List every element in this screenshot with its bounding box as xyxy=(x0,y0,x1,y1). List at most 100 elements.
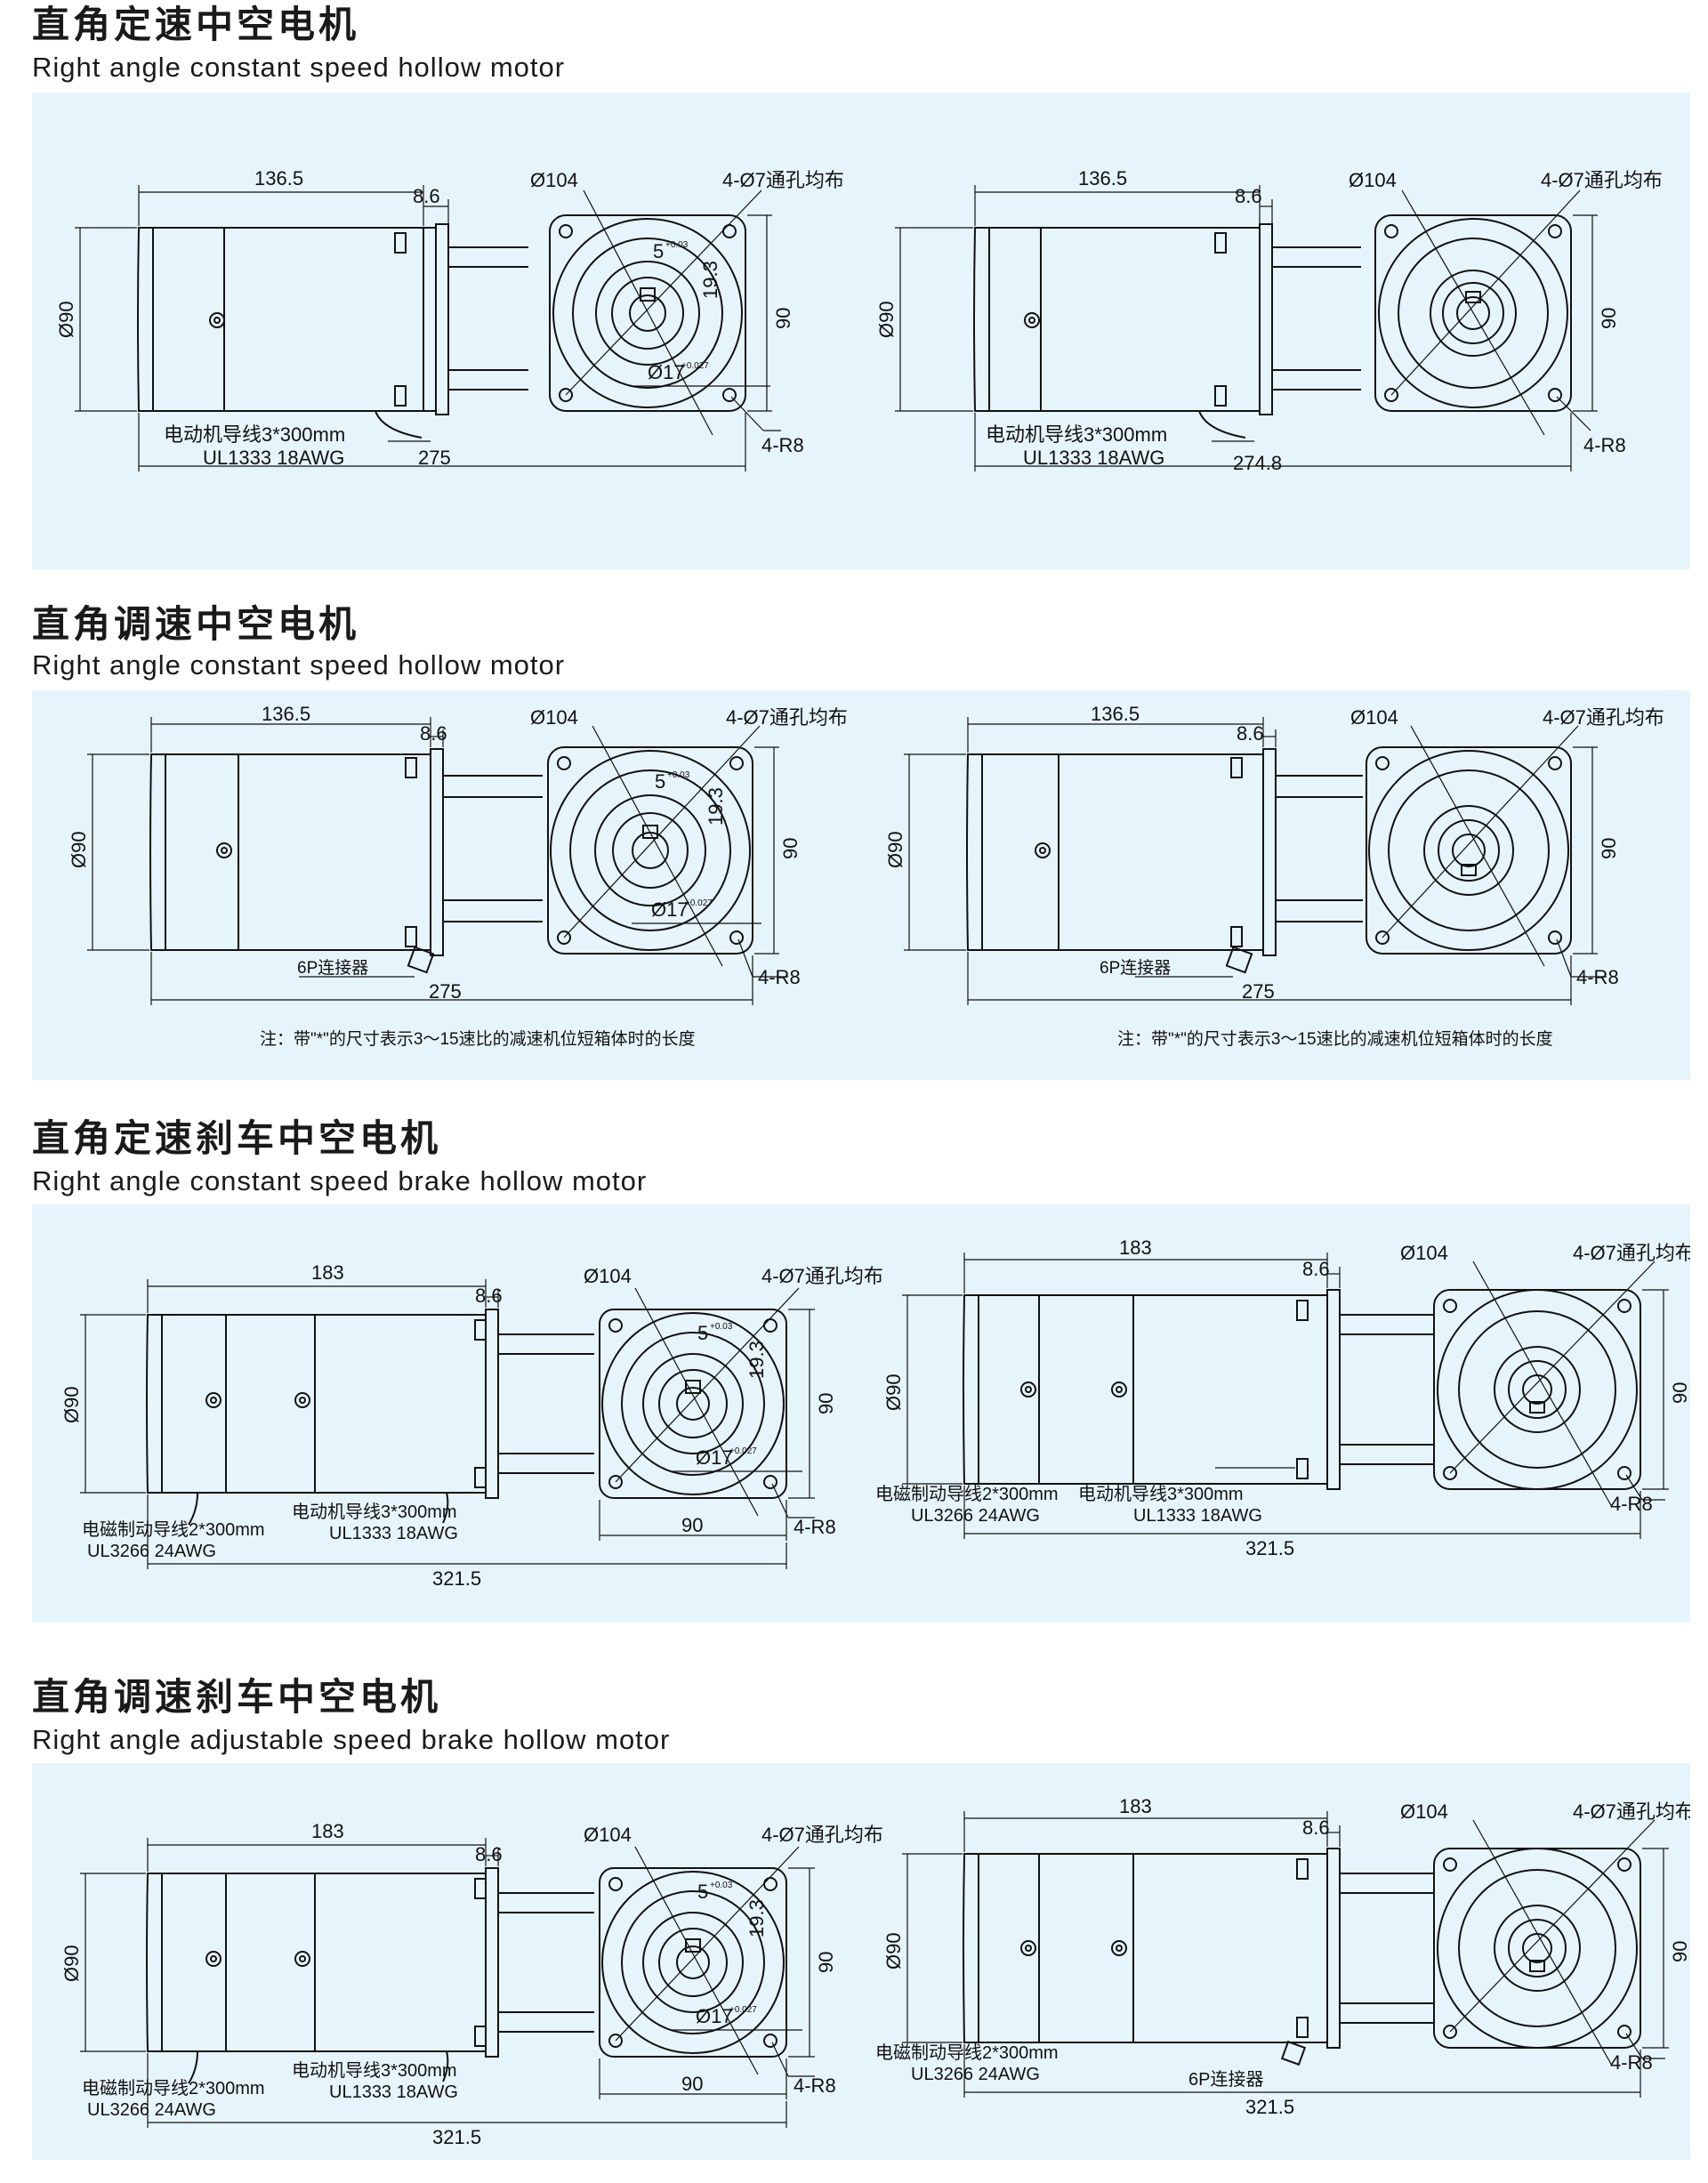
dim-radius: 4-R8 xyxy=(761,434,804,456)
dim-length: 136.5 xyxy=(262,703,310,725)
footnote: 注：带"*"的尺寸表示3～15速比的减速机位短箱体时的长度 xyxy=(1117,1029,1553,1049)
dim-key-tol: +0.03 xyxy=(665,240,689,250)
dim-height: Ø90 xyxy=(882,1373,905,1411)
section-4-drawing: 183 8.6 Ø104 4-Ø7通孔均布 5 +0.03 19.3 Ø17 +… xyxy=(60,1795,1690,2148)
flange-left xyxy=(599,1867,787,2058)
dim-gap: 8.6 xyxy=(1235,185,1262,207)
dim-key-tol: +0.03 xyxy=(710,1322,733,1332)
dim-key: 5 xyxy=(697,1322,708,1344)
dim-radius: 4-R8 xyxy=(1576,966,1619,988)
dim-gap: 8.6 xyxy=(1237,722,1264,745)
dimension-lines-right xyxy=(895,185,1598,471)
motor-lead-label: 电动机导线3*300mm xyxy=(164,423,345,446)
flange-right xyxy=(1433,1289,1641,1490)
section-1-title: 直角定速中空电机 xyxy=(32,3,360,46)
dimension-lines-left xyxy=(75,185,781,471)
dim-radius: 4-R8 xyxy=(758,966,801,988)
section-1-subtitle: Right angle constant speed hollow motor xyxy=(32,52,566,83)
section-2-subtitle: Right angle constant speed hollow motor xyxy=(32,649,566,681)
dim-key: 5 xyxy=(697,1881,708,1903)
dim-holes: 4-Ø7通孔均布 xyxy=(722,169,844,191)
section-2-drawing: 136.5 8.6 Ø104 4-Ø7通孔均布 5 +0.03 19.3 Ø17… xyxy=(68,703,1664,1049)
brake-lead-spec: UL3266 24AWG xyxy=(911,2065,1040,2084)
motor-lead-spec: UL1333 18AWG xyxy=(1023,447,1164,469)
section-3-panel: 183 8.6 Ø104 4-Ø7通孔均布 5 +0.03 19.3 Ø17 +… xyxy=(32,1204,1690,1623)
dim-key: 5 xyxy=(655,770,665,793)
section-2-panel: 136.5 8.6 Ø104 4-Ø7通孔均布 5 +0.03 19.3 Ø17… xyxy=(32,690,1690,1080)
dim-gap: 8.6 xyxy=(1302,1258,1330,1280)
dim-bore: Ø17 xyxy=(651,898,689,921)
motor-left-body xyxy=(146,1309,594,1526)
dim-total: 274.8 xyxy=(1233,452,1282,474)
dim-bottom: 90 xyxy=(681,2073,703,2095)
dim-total: 275 xyxy=(429,980,462,1003)
motor-right-body xyxy=(963,1848,1434,2066)
dim-side: 90 xyxy=(1669,1382,1690,1404)
motor-right-body xyxy=(966,748,1363,974)
motor-lead-label: 电动机导线3*300mm xyxy=(292,2060,457,2081)
motor-lead-spec: UL1333 18AWG xyxy=(329,1524,458,1543)
dim-length: 183 xyxy=(311,1261,344,1284)
dim-flange-dia: Ø104 xyxy=(584,1824,632,1846)
flange-left xyxy=(599,1309,787,1499)
flange-right xyxy=(1366,746,1572,955)
dim-height: Ø90 xyxy=(60,1386,83,1423)
motor-lead-spec: UL1333 18AWG xyxy=(203,447,344,469)
flange-right xyxy=(1374,214,1572,412)
dim-depth: 19.3 xyxy=(745,1341,768,1379)
motor-lead-label: 电动机导线3*300mm xyxy=(986,423,1167,446)
dim-flange-dia: Ø104 xyxy=(530,169,578,191)
dim-bore-tol: +0.027 xyxy=(685,898,713,908)
dim-total: 275 xyxy=(418,447,451,469)
dim-key: 5 xyxy=(653,240,664,262)
brake-lead-spec: UL3266 24AWG xyxy=(87,2100,216,2120)
dim-flange-dia: Ø104 xyxy=(1400,1242,1448,1264)
motor-left-body xyxy=(146,1867,594,2084)
dim-radius: 4-R8 xyxy=(1610,1493,1653,1515)
dim-total: 321.5 xyxy=(1245,1537,1294,1559)
dim-depth: 19.3 xyxy=(745,1899,768,1937)
brake-lead-label: 电磁制动导线2*300mm xyxy=(875,2042,1059,2063)
dim-bore-tol: +0.027 xyxy=(729,2005,757,2015)
motor-lead-label: 电动机导线3*300mm xyxy=(1078,1484,1244,1504)
section-4-panel: 183 8.6 Ø104 4-Ø7通孔均布 5 +0.03 19.3 Ø17 +… xyxy=(32,1763,1690,2160)
dimension-lines-right xyxy=(904,717,1607,1005)
section-3-drawing: 183 8.6 Ø104 4-Ø7通孔均布 5 +0.03 19.3 Ø17 +… xyxy=(60,1236,1690,1590)
dim-gap: 8.6 xyxy=(475,1285,503,1307)
flange-right xyxy=(1433,1848,1641,2049)
dim-side: 90 xyxy=(815,1952,837,1973)
section-3-subtitle: Right angle constant speed brake hollow … xyxy=(32,1165,648,1196)
dimension-lines-left xyxy=(80,1838,815,2128)
dimension-lines-right xyxy=(902,1811,1669,2098)
dim-holes: 4-Ø7通孔均布 xyxy=(1573,1242,1690,1264)
motor-lead-label: 电动机导线3*300mm xyxy=(292,1502,457,1522)
dim-holes: 4-Ø7通孔均布 xyxy=(761,1824,883,1846)
dim-side: 90 xyxy=(1598,308,1620,329)
footnote: 注：带"*"的尺寸表示3～15速比的减速机位短箱体时的长度 xyxy=(260,1029,696,1049)
motor-lead-spec: UL1333 18AWG xyxy=(1133,1506,1262,1526)
brake-lead-label: 电磁制动导线2*300mm xyxy=(82,1519,265,1540)
dim-flange-dia: Ø104 xyxy=(1350,706,1398,729)
motor-left-body xyxy=(137,223,528,439)
dimension-lines-right xyxy=(902,1253,1669,1539)
brake-lead-spec: UL3266 24AWG xyxy=(911,1506,1040,1526)
dim-bore: Ø17 xyxy=(696,1446,733,1469)
motor-lead-spec: UL1333 18AWG xyxy=(329,2082,458,2102)
dim-length: 136.5 xyxy=(1091,703,1140,725)
dim-side: 90 xyxy=(1669,1941,1690,1962)
dim-flange-dia: Ø104 xyxy=(584,1265,632,1287)
dim-flange-dia: Ø104 xyxy=(1400,1800,1448,1823)
dim-total: 321.5 xyxy=(1245,2096,1294,2118)
dimension-lines-left xyxy=(87,717,788,1005)
dim-length: 136.5 xyxy=(254,167,303,189)
section-2-title: 直角调速中空电机 xyxy=(32,602,360,646)
dim-length: 183 xyxy=(1119,1795,1152,1817)
motor-left-body xyxy=(149,748,543,974)
dim-radius: 4-R8 xyxy=(794,2074,836,2097)
dim-bore: Ø17 xyxy=(648,361,685,383)
section-4-subtitle: Right angle adjustable speed brake hollo… xyxy=(32,1724,671,1755)
flange-left xyxy=(549,214,746,412)
section-4-title: 直角调速刹车中空电机 xyxy=(32,1675,442,1719)
dim-gap: 8.6 xyxy=(1302,1816,1330,1839)
dim-radius: 4-R8 xyxy=(1610,2051,1653,2074)
